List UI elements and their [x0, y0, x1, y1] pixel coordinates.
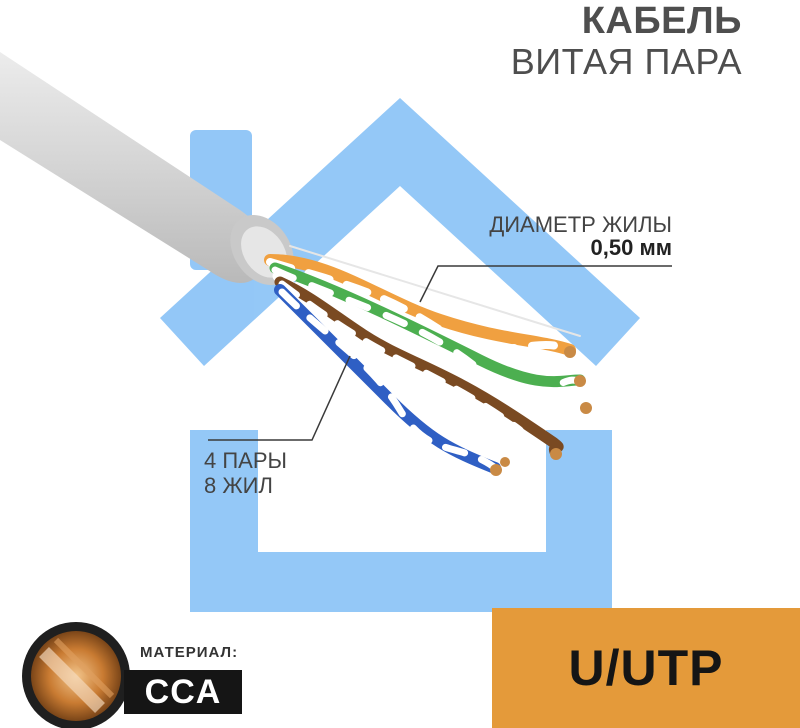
wire-tips: [490, 346, 592, 476]
material-badge: CCA: [124, 670, 242, 714]
title-line2: ВИТАЯ ПАРА: [510, 41, 742, 82]
cable-jacket: [0, 52, 294, 286]
diameter-value: 0,50 мм: [590, 235, 672, 261]
cable-type-badge: U/UTP: [492, 608, 800, 728]
product-title: КАБЕЛЬ ВИТАЯ ПАРА: [511, 2, 742, 80]
diameter-label: ДИАМЕТР ЖИЛЫ: [489, 212, 672, 237]
cable-type-value: U/UTP: [568, 640, 724, 696]
callout-lines: [208, 265, 672, 441]
conductors-count: 8 ЖИЛ: [204, 473, 273, 499]
material-label: МАТЕРИАЛ:: [140, 644, 239, 661]
material-value: CCA: [144, 672, 222, 711]
pairs-count: 4 ПАРЫ: [204, 448, 287, 473]
copper-wire-section-icon: [22, 622, 130, 728]
title-line1: КАБЕЛЬ: [581, 0, 742, 42]
diameter-callout: ДИАМЕТР ЖИЛЫ 0,50 мм: [489, 213, 672, 259]
pairs-callout: 4 ПАРЫ 8 ЖИЛ: [204, 448, 287, 499]
twisted-pairs: [264, 245, 591, 474]
